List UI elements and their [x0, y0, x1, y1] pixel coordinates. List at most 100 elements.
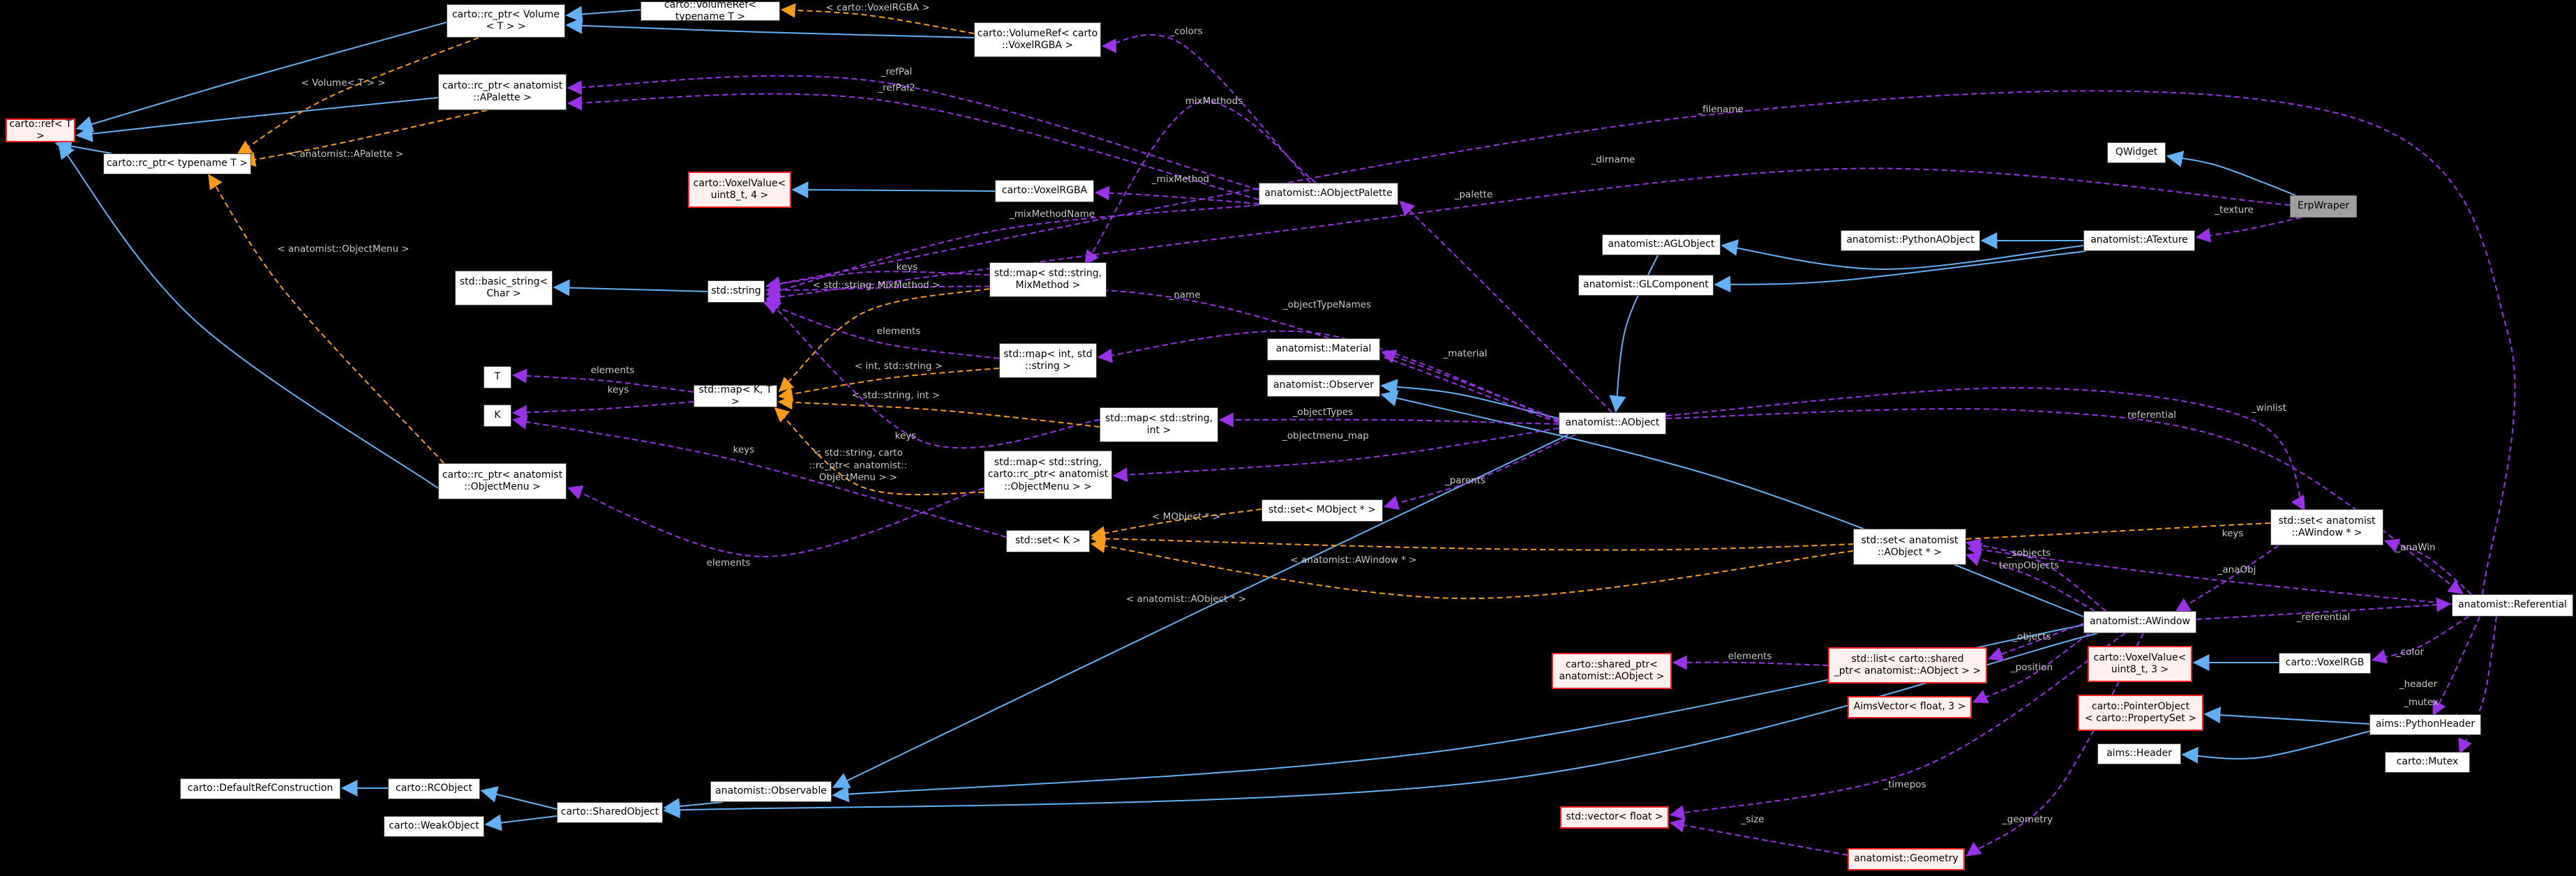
- class-box-aims_header[interactable]: aims::Header: [2097, 743, 2181, 764]
- class-box-rcptr_objectmenu[interactable]: carto::rc_ptr< anatomist ::ObjectMenu >: [438, 463, 567, 499]
- class-box-set_aobject[interactable]: std::set< anatomist ::AObject * >: [1853, 529, 1966, 565]
- class-box-vector_float[interactable]: std::vector< float >: [1560, 806, 1669, 829]
- class-box-material[interactable]: anatomist::Material: [1267, 338, 1380, 361]
- class-box-aobject[interactable]: anatomist::AObject: [1559, 412, 1666, 435]
- edge-aobject_palette-to-volumeref_rgba: [1101, 33, 1311, 183]
- class-box-rcobject[interactable]: carto::RCObject: [388, 778, 480, 799]
- edge-awindow-to-vector_float: [1669, 633, 2126, 820]
- class-box-voxelrgba[interactable]: carto::VoxelRGBA: [995, 180, 1094, 202]
- class-box-volumeref_rgba[interactable]: carto::VolumeRef< carto ::VoxelRGBA >: [974, 22, 1101, 57]
- class-box-python_header[interactable]: aims::PythonHeader: [2369, 714, 2481, 735]
- edge-awindow-to-aimsvector: [1972, 633, 2090, 704]
- class-box-map_int_string[interactable]: std::map< int, std ::string >: [999, 343, 1097, 378]
- class-box-voxelvalue3[interactable]: carto::VoxelValue< uint8_t, 3 >: [2088, 646, 2192, 682]
- edge-label-referential: referential: [2127, 409, 2176, 421]
- edge-set_awindow-to-awindow: [2175, 545, 2279, 612]
- edge-map_int_string-to-std_string: [763, 300, 1000, 359]
- edge-label-elements: elements: [876, 326, 921, 338]
- edge-label-mutex: _mutex: [2404, 697, 2439, 709]
- class-box-qwidget[interactable]: QWidget: [2107, 142, 2166, 163]
- class-box-std_string[interactable]: std::string: [707, 280, 765, 303]
- class-box-set_mobject[interactable]: std::set< MObject * >: [1261, 499, 1383, 522]
- class-box-python_aobject[interactable]: anatomist::PythonAObject: [1841, 230, 1980, 251]
- class-box-default_ref[interactable]: carto::DefaultRefConstruction: [180, 778, 340, 799]
- edge-awindow-to-list_shared: [1988, 623, 2084, 661]
- class-box-aobject_palette[interactable]: anatomist::AObjectPalette: [1259, 183, 1398, 205]
- edge-label-keys: keys: [894, 430, 917, 442]
- class-box-volumeref_t[interactable]: carto::VolumeRef< typename T >: [641, 0, 780, 22]
- class-box-list_shared[interactable]: std::list< carto::shared _ptr< anatomist…: [1828, 647, 1987, 684]
- edge-label-filename: _filename: [1698, 104, 1744, 116]
- class-box-observer[interactable]: anatomist::Observer: [1267, 375, 1380, 397]
- class-box-weakobject[interactable]: carto::WeakObject: [384, 816, 484, 837]
- edge-label-position: _position: [2010, 662, 2053, 674]
- edge-label-refPal: _refPal: [881, 66, 913, 78]
- class-box-basic_string[interactable]: std::basic_string< Char >: [455, 271, 553, 305]
- edge-label-anatomist-ObjectMenu: < anatomist::ObjectMenu >: [277, 243, 410, 255]
- edge-awindow-to-observer: [1380, 390, 2084, 617]
- edge-python_header-to-aims_header: [2181, 730, 2372, 764]
- edge-label-dirname: _dirname: [1591, 154, 1635, 166]
- edge-aobject-to-referential: [1665, 408, 2464, 594]
- edge-map_string_int-to-std_string: [765, 298, 1100, 449]
- class-box-glcomponent[interactable]: anatomist::GLComponent: [1578, 275, 1714, 296]
- class-box-rcptr_apalette[interactable]: carto::rc_ptr< anatomist ::APalette >: [438, 74, 567, 110]
- edge-label-geometry: _geometry: [2002, 814, 2053, 826]
- class-box-observable[interactable]: anatomist::Observable: [710, 781, 832, 802]
- edge-label-keys: keys: [2222, 528, 2244, 540]
- edge-label-winlist: _winlist: [2252, 402, 2286, 414]
- edge-label-header: _header: [2399, 679, 2438, 690]
- edge-label-Volume-T: < Volume< T > >: [301, 77, 386, 89]
- class-box-geometry[interactable]: anatomist::Geometry: [1848, 848, 1965, 870]
- edge-set_aobject-to-set_k: [1090, 538, 1854, 600]
- edge-map_kt-to-box_K: [511, 401, 694, 420]
- edge-aobject-to-material: [1381, 349, 1559, 421]
- class-box-map_kt[interactable]: std::map< K, T >: [694, 384, 777, 407]
- class-box-box_T[interactable]: T: [484, 366, 511, 388]
- edge-label-anatomist-APalette: < anatomist::APalette >: [288, 149, 404, 160]
- edge-awindow-to-set_aobject: [1965, 538, 2106, 612]
- edge-aobject_palette-to-voxelrgba: [1094, 186, 1259, 204]
- class-box-map_string_int[interactable]: std::map< std::string, int >: [1100, 407, 1218, 442]
- class-box-rcptr_volume[interactable]: carto::rc_ptr< Volume < T > >: [447, 4, 565, 38]
- edge-label-mixMethodName: _mixMethodName: [1009, 209, 1095, 220]
- class-box-set_awindow[interactable]: std::set< anatomist ::AWindow * >: [2270, 509, 2383, 545]
- edge-label-sobjects: _sobjects: [2007, 548, 2051, 559]
- class-box-ref_t[interactable]: carto::ref< T >: [6, 119, 75, 142]
- class-box-rcptr_t[interactable]: carto::rc_ptr< typename T >: [103, 153, 251, 174]
- edge-label-timepos: _timepos: [1883, 779, 1926, 791]
- edge-rcptr_apalette-to-ref_t: [75, 97, 439, 142]
- edge-label-keys: keys: [607, 384, 629, 396]
- edge-sharedobject-to-rcobject: [480, 786, 557, 810]
- class-box-map_string_mixmethod[interactable]: std::map< std::string, MixMethod >: [989, 262, 1107, 297]
- class-box-aimsvector[interactable]: AimsVector< float, 3 >: [1848, 696, 1972, 718]
- edge-label-size: _size: [1741, 814, 1765, 826]
- edge-std_string-to-basic_string: [553, 279, 708, 296]
- edge-label-material: _material: [1443, 348, 1488, 360]
- class-box-aglobject[interactable]: anatomist::AGLObject: [1602, 234, 1721, 255]
- class-box-sharedobject[interactable]: carto::SharedObject: [557, 802, 663, 823]
- edge-label-int-std-string: < int, std::string >: [854, 361, 943, 372]
- edge-aobject-to-map_string_int: [1218, 412, 1559, 428]
- class-box-box_K[interactable]: K: [484, 405, 511, 427]
- edge-referential-to-set_aobject: [1966, 542, 2453, 605]
- class-box-atexture[interactable]: anatomist::ATexture: [2083, 230, 2195, 251]
- class-box-pointerobject[interactable]: carto::PointerObject < carto::PropertySe…: [2078, 695, 2203, 731]
- edge-erpwraper-to-qwidget: [2166, 151, 2296, 196]
- class-box-voxelrgb[interactable]: carto::VoxelRGB: [2279, 653, 2371, 674]
- edge-label-refPal2: _refPal2: [878, 82, 915, 94]
- class-box-voxelvalue4[interactable]: carto::VoxelValue< uint8_t, 4 >: [688, 172, 791, 208]
- class-box-shared_ptr[interactable]: carto::shared_ptr< anatomist::AObject >: [1552, 653, 1672, 689]
- class-box-set_k[interactable]: std::set< K >: [1006, 530, 1090, 552]
- class-box-erpwraper[interactable]: ErpWraper: [2290, 195, 2357, 218]
- class-box-map_string_objectmenu[interactable]: std::map< std::string, carto::rc_ptr< an…: [984, 451, 1112, 499]
- edge-sharedobject-to-weakobject: [484, 814, 557, 831]
- edge-aobject-to-map_string_objectmenu: [1112, 428, 1559, 483]
- class-box-awindow[interactable]: anatomist::AWindow: [2083, 611, 2196, 633]
- edge-aobject-to-aobject_palette: [1399, 200, 1612, 413]
- edge-label-anaWin: _anaWin: [2395, 542, 2436, 554]
- class-box-referential[interactable]: anatomist::Referential: [2452, 594, 2573, 617]
- class-box-mutex[interactable]: carto::Mutex: [2385, 752, 2470, 773]
